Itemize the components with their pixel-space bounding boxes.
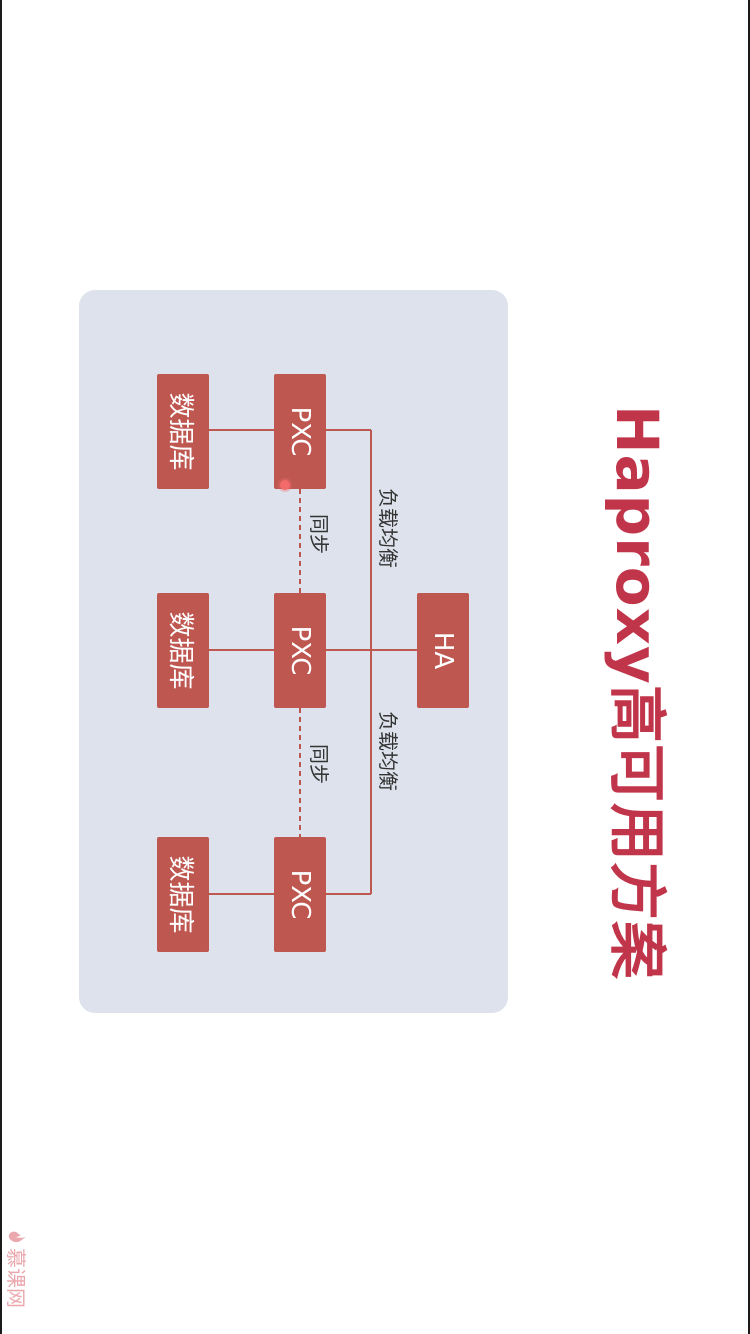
pointer-cursor-dot <box>280 480 290 490</box>
screen-right-edge <box>748 0 750 1334</box>
flame-icon <box>9 1231 27 1243</box>
load-balance-label-2: 负载均衡 <box>376 711 400 791</box>
database-node-3: 数据库 <box>157 837 209 952</box>
pxc-node-2: PXC <box>274 593 326 708</box>
pxc-node-1: PXC <box>274 374 326 489</box>
screen-left-edge <box>0 0 2 1334</box>
load-balance-label-1: 负载均衡 <box>376 488 400 568</box>
pxc-node-3: PXC <box>274 837 326 952</box>
watermark-text: 慕课网 <box>4 1248 28 1308</box>
database-node-1: 数据库 <box>157 374 209 489</box>
sync-label-2: 同步 <box>307 744 331 784</box>
sync-label-1: 同步 <box>307 514 331 554</box>
ha-node: HA <box>417 593 469 708</box>
database-node-2: 数据库 <box>157 593 209 708</box>
watermark: 慕课网 <box>3 1230 32 1308</box>
